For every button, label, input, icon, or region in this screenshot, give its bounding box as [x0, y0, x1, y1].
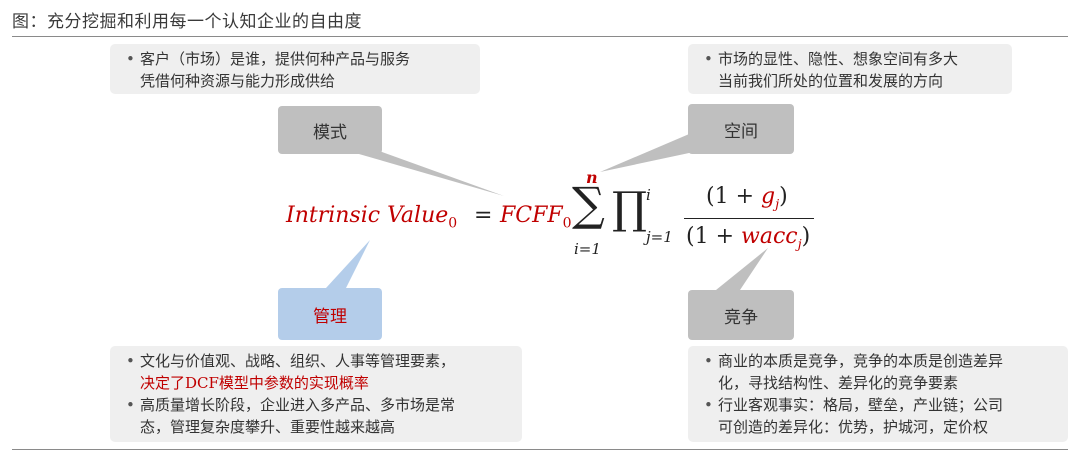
model-pointer: [352, 152, 504, 196]
space-tag: 空间: [688, 104, 794, 154]
competition-pointer: [716, 248, 768, 290]
fcff-subscript: 0: [562, 215, 572, 232]
model-description-box: 客户（市场）是谁，提供何种产品与服务 凭借何种资源与能力形成供给: [110, 44, 480, 94]
sum-lower-limit: i=1: [574, 240, 601, 258]
fcff-term: FCFF0: [500, 203, 572, 231]
numerator-open: (1 +: [706, 184, 761, 209]
denominator-close: ): [801, 224, 811, 249]
competition-bullet-list: 商业的本质是竞争，竞争的本质是创造差异 化，寻找结构性、差异化的竞争要素 行业客…: [698, 350, 1058, 438]
product-symbol: ∏: [612, 183, 648, 234]
numerator-subscript: j: [775, 197, 780, 213]
space-description-box: 市场的显性、隐性、想象空间有多大 当前我们所处的位置和发展的方向: [688, 44, 1012, 94]
fraction-denominator: (1 + waccj): [686, 224, 810, 252]
sum-symbol: ∑: [572, 177, 605, 231]
management-tag: 管理: [278, 288, 382, 340]
model-bullet-list: 客户（市场）是谁，提供何种产品与服务 凭借何种资源与能力形成供给: [120, 48, 470, 92]
management-bullet-list: 文化与价值观、战略、组织、人事等管理要素， 决定了DCF模型中参数的实现概率 高…: [120, 350, 512, 438]
model-bullet: 客户（市场）是谁，提供何种产品与服务 凭借何种资源与能力形成供给: [120, 48, 470, 92]
bullet-line: 文化与价值观、战略、组织、人事等管理要素，: [140, 352, 456, 370]
bullet-line: 行业客观事实：格局，壁垒，产业链；公司: [718, 396, 1004, 414]
competition-label: 竞争: [724, 307, 758, 328]
competition-bullet: 商业的本质是竞争，竞争的本质是创造差异 化，寻找结构性、差异化的竞争要素: [698, 350, 1058, 394]
fraction-numerator: (1 + gj): [706, 184, 788, 212]
bullet-line: 凭借何种资源与能力形成供给: [140, 72, 336, 90]
bullet-line: 可创造的差异化：优势，护城河，定价权: [718, 418, 989, 436]
space-bullet-list: 市场的显性、隐性、想象空间有多大 当前我们所处的位置和发展的方向: [698, 48, 1002, 92]
bullet-line-highlight: 决定了DCF模型中参数的实现概率: [140, 374, 369, 392]
model-tag: 模式: [278, 106, 382, 154]
fraction-bar: [684, 218, 814, 219]
bullet-line: 化，寻找结构性、差异化的竞争要素: [718, 374, 959, 392]
denominator-variable: wacc: [741, 224, 798, 249]
denominator-open: (1 +: [686, 224, 741, 249]
product-upper-limit: i: [646, 186, 651, 204]
bullet-line: 高质量增长阶段，企业进入多产品、多市场是常: [140, 396, 456, 414]
competition-description-box: 商业的本质是竞争，竞争的本质是创造差异 化，寻找结构性、差异化的竞争要素 行业客…: [688, 346, 1068, 442]
management-label: 管理: [313, 306, 347, 327]
bullet-line: 当前我们所处的位置和发展的方向: [718, 72, 944, 90]
model-label: 模式: [313, 122, 347, 143]
intrinsic-value-term: Intrinsic Value0: [286, 203, 457, 231]
bullet-line: 客户（市场）是谁，提供何种产品与服务: [140, 50, 411, 68]
space-bullet: 市场的显性、隐性、想象空间有多大 当前我们所处的位置和发展的方向: [698, 48, 1002, 92]
management-bullet: 高质量增长阶段，企业进入多产品、多市场是常 态，管理复杂度攀升、重要性越来越高: [120, 394, 512, 438]
management-description-box: 文化与价值观、战略、组织、人事等管理要素， 决定了DCF模型中参数的实现概率 高…: [110, 346, 522, 442]
bullet-line: 商业的本质是竞争，竞争的本质是创造差异: [718, 352, 1004, 370]
bullet-line: 市场的显性、隐性、想象空间有多大: [718, 50, 959, 68]
competition-tag: 竞争: [688, 290, 794, 340]
space-label: 空间: [724, 121, 758, 142]
bottom-rule: [12, 449, 1068, 450]
management-pointer: [326, 240, 370, 288]
management-bullet: 文化与价值观、战略、组织、人事等管理要素， 决定了DCF模型中参数的实现概率: [120, 350, 512, 394]
numerator-close: ): [779, 184, 788, 209]
numerator-variable: g: [761, 184, 776, 209]
fcff-text: FCFF: [500, 203, 563, 228]
competition-bullet: 行业客观事实：格局，壁垒，产业链；公司 可创造的差异化：优势，护城河，定价权: [698, 394, 1058, 438]
sum-upper-limit: n: [586, 168, 598, 187]
product-lower-limit: j=1: [646, 228, 673, 246]
figure-title: 图：充分挖掘和利用每一个认知企业的自由度: [12, 12, 362, 32]
denominator-subscript: j: [797, 237, 802, 253]
equals-sign: =: [474, 203, 493, 228]
intrinsic-value-text: Intrinsic Value: [286, 203, 449, 228]
top-rule: [12, 36, 1068, 37]
intrinsic-value-subscript: 0: [448, 215, 458, 232]
bullet-line: 态，管理复杂度攀升、重要性越来越高: [140, 418, 396, 436]
